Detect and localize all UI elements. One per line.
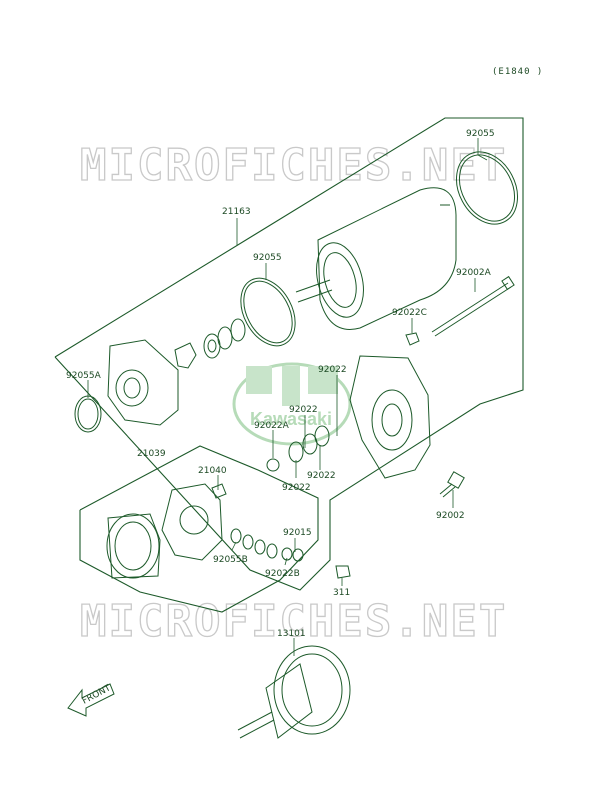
part-label-92055-top: 92055 [466, 129, 495, 139]
frame-21163 [54, 117, 524, 591]
nut-311 [335, 565, 351, 579]
part-label-311: 311 [333, 588, 350, 598]
part-label-92055a: 92055A [66, 371, 102, 381]
front-arrow-icon: FRONT [67, 683, 115, 717]
part-label-92022c: 92022C [392, 308, 427, 318]
washer-set-front [174, 318, 246, 369]
o-ring-92055-mid [240, 277, 296, 347]
part-label-92022-b: 92022 [289, 405, 318, 415]
nut-92022c [405, 332, 420, 346]
part-label-92055b: 92055B [213, 555, 248, 565]
diagram-code: (E1840 ) [492, 67, 543, 77]
brush-holder-plate [161, 483, 227, 561]
rear-cover [349, 355, 431, 479]
brush-cage [106, 513, 161, 579]
part-label-92002: 92002 [436, 511, 465, 521]
part-label-92022-c: 92022 [307, 471, 336, 481]
front-cover [107, 339, 179, 426]
part-label-92022-a: 92022 [318, 365, 347, 375]
starter-yoke [295, 187, 457, 330]
frame-21039 [79, 445, 319, 613]
part-label-92015: 92015 [283, 528, 312, 538]
part-label-21040: 21040 [198, 466, 227, 476]
watermark-bottom: MICROFICHES.NET [80, 596, 507, 647]
part-label-21039: 21039 [137, 449, 166, 459]
kawasaki-logo: Kawasaki [232, 362, 352, 446]
o-ring-92055a [74, 395, 102, 433]
washer-set-92022b [230, 528, 304, 562]
armature-13101 [237, 645, 351, 739]
part-label-92022-d: 92022 [282, 483, 311, 493]
part-label-92022a: 92022A [254, 421, 290, 431]
through-bolt-92002a [431, 275, 515, 337]
leader-lines [87, 138, 488, 656]
part-label-92002a: 92002A [456, 268, 492, 278]
part-label-92055-mid: 92055 [253, 253, 282, 263]
part-label-13101: 13101 [277, 629, 306, 639]
logo-text: Kawasaki [250, 409, 332, 429]
part-label-92022b: 92022B [265, 569, 300, 579]
bolt-92002 [439, 471, 465, 498]
watermark-top: MICROFICHES.NET [80, 140, 507, 191]
part-label-21163: 21163 [222, 207, 251, 217]
o-ring-92055-top [456, 151, 518, 225]
